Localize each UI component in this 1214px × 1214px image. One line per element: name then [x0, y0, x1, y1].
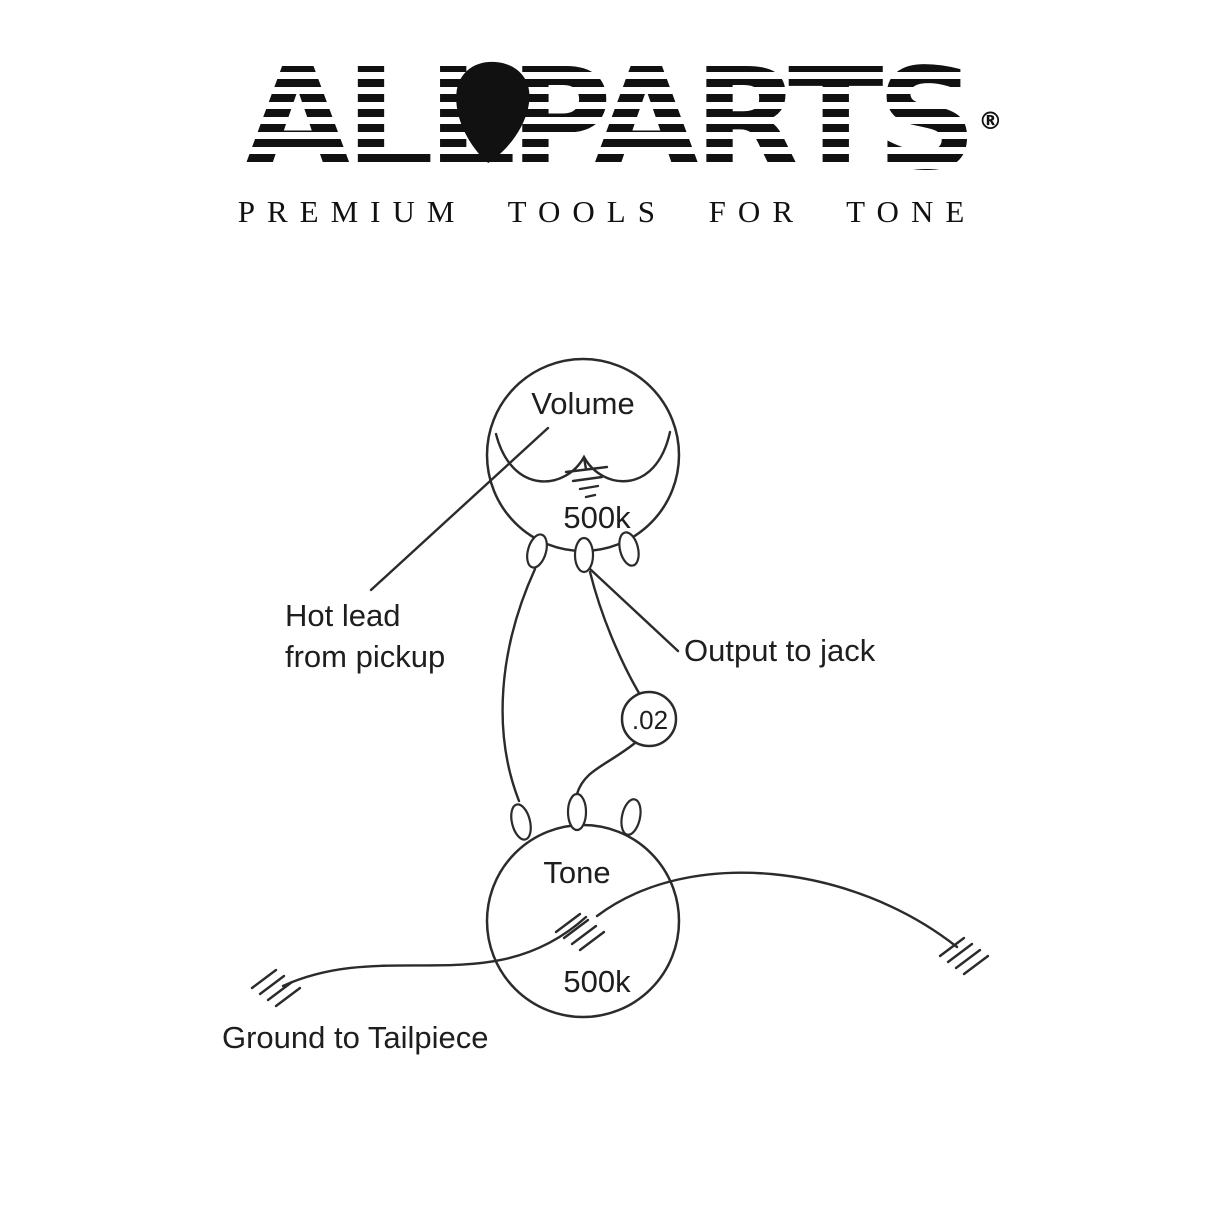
- hot-lead-label-line2: from pickup: [285, 639, 445, 674]
- hot-lead-label-line1: Hot lead: [285, 598, 400, 633]
- registered-trademark: ®: [978, 107, 1003, 135]
- output-jack-wire: [588, 567, 680, 653]
- tone-to-right-ground-wire: [595, 871, 959, 949]
- volume-ground-symbol: [564, 456, 609, 499]
- tone-lug-left: [510, 803, 532, 841]
- tone-pot-lugs: [510, 792, 642, 841]
- volume-to-cap-wire: [588, 570, 644, 700]
- capacitor-value: .02: [632, 705, 668, 735]
- volume-pot-value: 500k: [563, 500, 631, 535]
- cap-to-tone-wire: [575, 741, 637, 796]
- volume-pot-label: Volume: [531, 386, 634, 421]
- volume-to-tone-wire: [501, 567, 537, 803]
- tone-pot-value: 500k: [563, 964, 631, 999]
- volume-lug-middle: [573, 536, 595, 574]
- volume-lug-right: [618, 531, 640, 567]
- tone-pot-label: Tone: [543, 855, 610, 890]
- ground-tailpiece-label: Ground to Tailpiece: [222, 1020, 489, 1055]
- hot-lead-wire: [369, 426, 550, 592]
- right-ground-symbol: [938, 936, 990, 976]
- capacitor-body: [620, 690, 678, 748]
- logo-tagline: PREMIUM TOOLS FOR TONE: [237, 194, 977, 229]
- volume-pot-lugs: [526, 531, 640, 574]
- tone-to-tailpiece-ground-wire: [281, 915, 588, 988]
- tailpiece-ground-symbol: [250, 968, 302, 1008]
- tone-lug-right: [620, 798, 642, 836]
- output-jack-label: Output to jack: [684, 633, 876, 668]
- tone-lug-middle: [566, 792, 588, 832]
- volume-lug-left: [526, 533, 548, 569]
